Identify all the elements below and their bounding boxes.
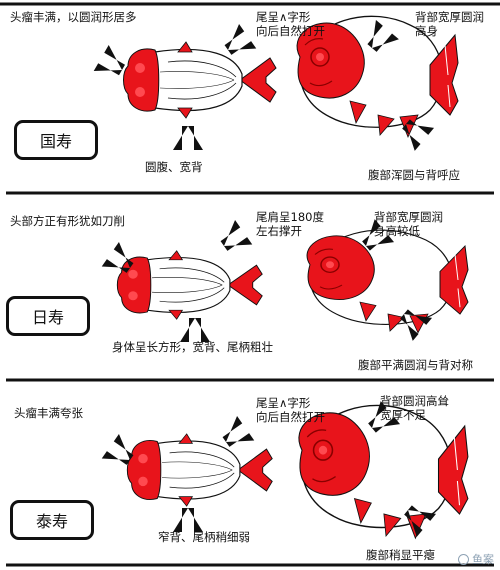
abdomen-note-3: 腹部稍显平瘪	[366, 548, 435, 562]
variety-label-1: 国寿	[14, 120, 98, 160]
tail-note-2a: 尾肩呈180度	[256, 210, 324, 224]
belly-note-3: 窄背、尾柄稍细弱	[158, 530, 250, 544]
variety-label-2: 日寿	[6, 296, 90, 336]
watermark: 鱼案	[458, 551, 494, 567]
top-view-fish-3	[126, 433, 273, 507]
tail-note-1a: 尾呈∧字形	[256, 10, 311, 24]
back-note-3a: 背部圆润高耸	[380, 394, 449, 408]
belly-note-1: 圆腹、宽背	[145, 160, 203, 174]
back-note-1b: 高身	[415, 24, 438, 38]
watermark-text: 鱼案	[472, 553, 494, 566]
top-view-fish-1	[122, 41, 277, 119]
side-view-fish-3	[298, 404, 469, 540]
tail-note-3b: 向后自然打开	[256, 410, 325, 424]
head-note-3: 头瘤丰满夸张	[14, 406, 83, 420]
abdomen-note-1: 腹部浑圆与背呼应	[368, 168, 460, 182]
back-note-3b: 宽厚不足	[380, 408, 426, 422]
back-note-2b: 身高较低	[374, 224, 420, 238]
back-note-1a: 背部宽厚圆润	[415, 10, 484, 24]
arrow-belly-1	[173, 126, 203, 150]
abdomen-note-2: 腹部平满圆润与背对称	[358, 358, 473, 372]
variety-label-3: 泰寿	[10, 500, 94, 540]
tail-note-2b: 左右撑开	[256, 224, 302, 238]
watermark-icon	[458, 553, 469, 565]
arrow-belly-3	[173, 508, 203, 532]
arrow-belly-2	[180, 318, 210, 342]
back-note-2a: 背部宽厚圆润	[374, 210, 443, 224]
tail-note-1b: 向后自然打开	[256, 24, 325, 38]
arrow-tail-2	[215, 219, 253, 259]
side-view-fish-2	[306, 229, 469, 334]
belly-note-2: 身体呈长方形，宽背、尾柄粗壮	[112, 340, 273, 354]
head-note-1: 头瘤丰满，以圆润形居多	[10, 10, 137, 24]
tail-note-3a: 尾呈∧字形	[256, 396, 311, 410]
head-note-2: 头部方正有形犹如刀削	[10, 214, 125, 228]
top-view-fish-2	[116, 250, 263, 320]
